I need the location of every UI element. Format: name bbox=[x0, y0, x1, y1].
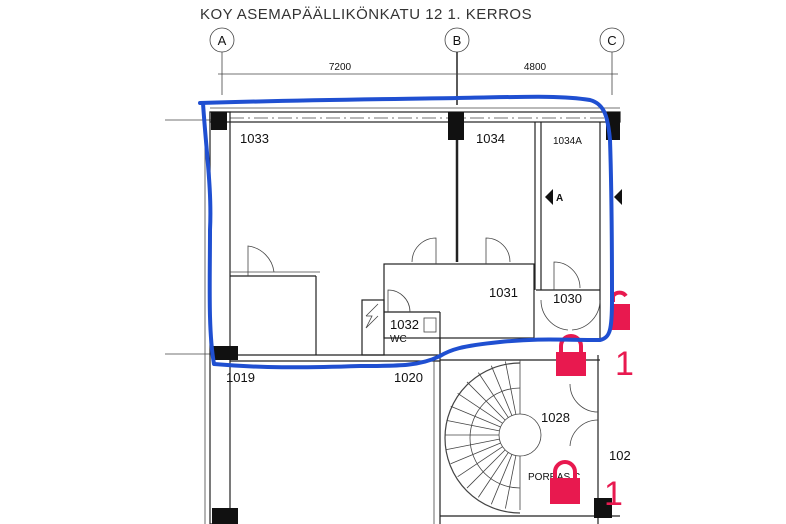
stair-tread bbox=[490, 365, 513, 416]
room-1031: 1031 bbox=[489, 285, 518, 300]
stair-tread bbox=[457, 392, 503, 424]
lock-icon bbox=[556, 334, 586, 376]
lock-icon bbox=[550, 460, 580, 504]
room-1033: 1033 bbox=[240, 131, 269, 146]
spiral-stair bbox=[444, 360, 542, 514]
svg-text:C: C bbox=[607, 33, 616, 48]
room-wc: WC bbox=[390, 334, 407, 345]
plan-title: KOY ASEMAPÄÄLLIKÖNKATU 12 1. KERROS bbox=[200, 5, 532, 23]
wc-fixture bbox=[423, 317, 437, 333]
red-mark: 1 bbox=[604, 475, 623, 513]
stair-tread bbox=[466, 449, 506, 489]
stair-tread bbox=[477, 372, 509, 418]
svg-text:A: A bbox=[218, 33, 227, 48]
section-arrow-icon: A bbox=[545, 189, 622, 205]
highlight-outline bbox=[198, 94, 614, 370]
section-marker-label: A bbox=[556, 193, 563, 204]
room-1034: 1034 bbox=[476, 131, 505, 146]
grid-axis-c: C bbox=[599, 27, 625, 95]
stair-tread bbox=[504, 361, 517, 415]
stair-tread bbox=[477, 452, 509, 498]
stair-tread bbox=[490, 454, 513, 505]
room-1032: 1032 bbox=[390, 317, 419, 332]
walls bbox=[165, 107, 621, 524]
stair-tread bbox=[450, 442, 501, 465]
room-1019: 1019 bbox=[226, 370, 255, 385]
grid-axis-a: A bbox=[209, 27, 235, 95]
stair-tread bbox=[446, 438, 500, 451]
lock-icons: 1 1 bbox=[550, 290, 634, 513]
red-mark: 1 bbox=[615, 345, 634, 383]
room-1020: 1020 bbox=[394, 370, 423, 385]
room-102x: 102 bbox=[609, 448, 631, 463]
grid-axis-b: B bbox=[444, 27, 470, 105]
dimension-7200: 7200 bbox=[329, 62, 352, 73]
room-1028: 1028 bbox=[541, 410, 570, 425]
room-1034a: 1034A bbox=[553, 136, 582, 147]
stair-tread bbox=[504, 455, 517, 509]
room-1030: 1030 bbox=[553, 291, 582, 306]
stair-tread bbox=[446, 419, 500, 432]
stair-tread bbox=[457, 446, 503, 478]
electrical-panel-icon bbox=[365, 303, 379, 329]
svg-text:B: B bbox=[453, 33, 462, 48]
columns bbox=[211, 112, 620, 524]
stair-tread bbox=[466, 381, 506, 421]
stair-tread bbox=[450, 405, 501, 428]
dimension-4800: 4800 bbox=[524, 62, 547, 73]
doors bbox=[247, 237, 601, 447]
